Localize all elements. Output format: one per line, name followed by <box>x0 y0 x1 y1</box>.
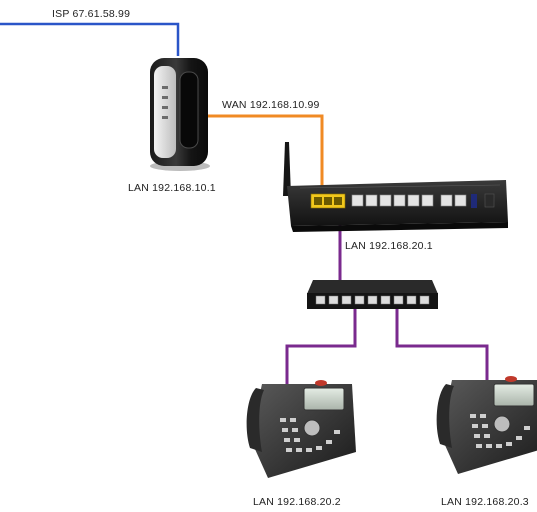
lan-link-switch-phone1 <box>285 294 357 390</box>
router-lan-label: LAN 192.168.20.1 <box>345 240 433 252</box>
switch <box>307 280 438 309</box>
phone1-lan-label: LAN 192.168.20.2 <box>253 496 341 508</box>
isp-label: ISP 67.61.58.99 <box>52 8 131 20</box>
lan-link-switch-phone2 <box>395 294 489 386</box>
wan-label: WAN 192.168.10.99 <box>222 99 320 111</box>
ip-phone-1 <box>246 380 356 478</box>
phone2-lan-label: LAN 192.168.20.3 <box>441 496 529 508</box>
wan-link <box>206 114 324 196</box>
ip-phone-2 <box>436 376 537 474</box>
modem-lan-label: LAN 192.168.10.1 <box>128 182 216 194</box>
modem <box>150 58 210 171</box>
isp-link <box>0 22 180 56</box>
router <box>283 142 508 232</box>
